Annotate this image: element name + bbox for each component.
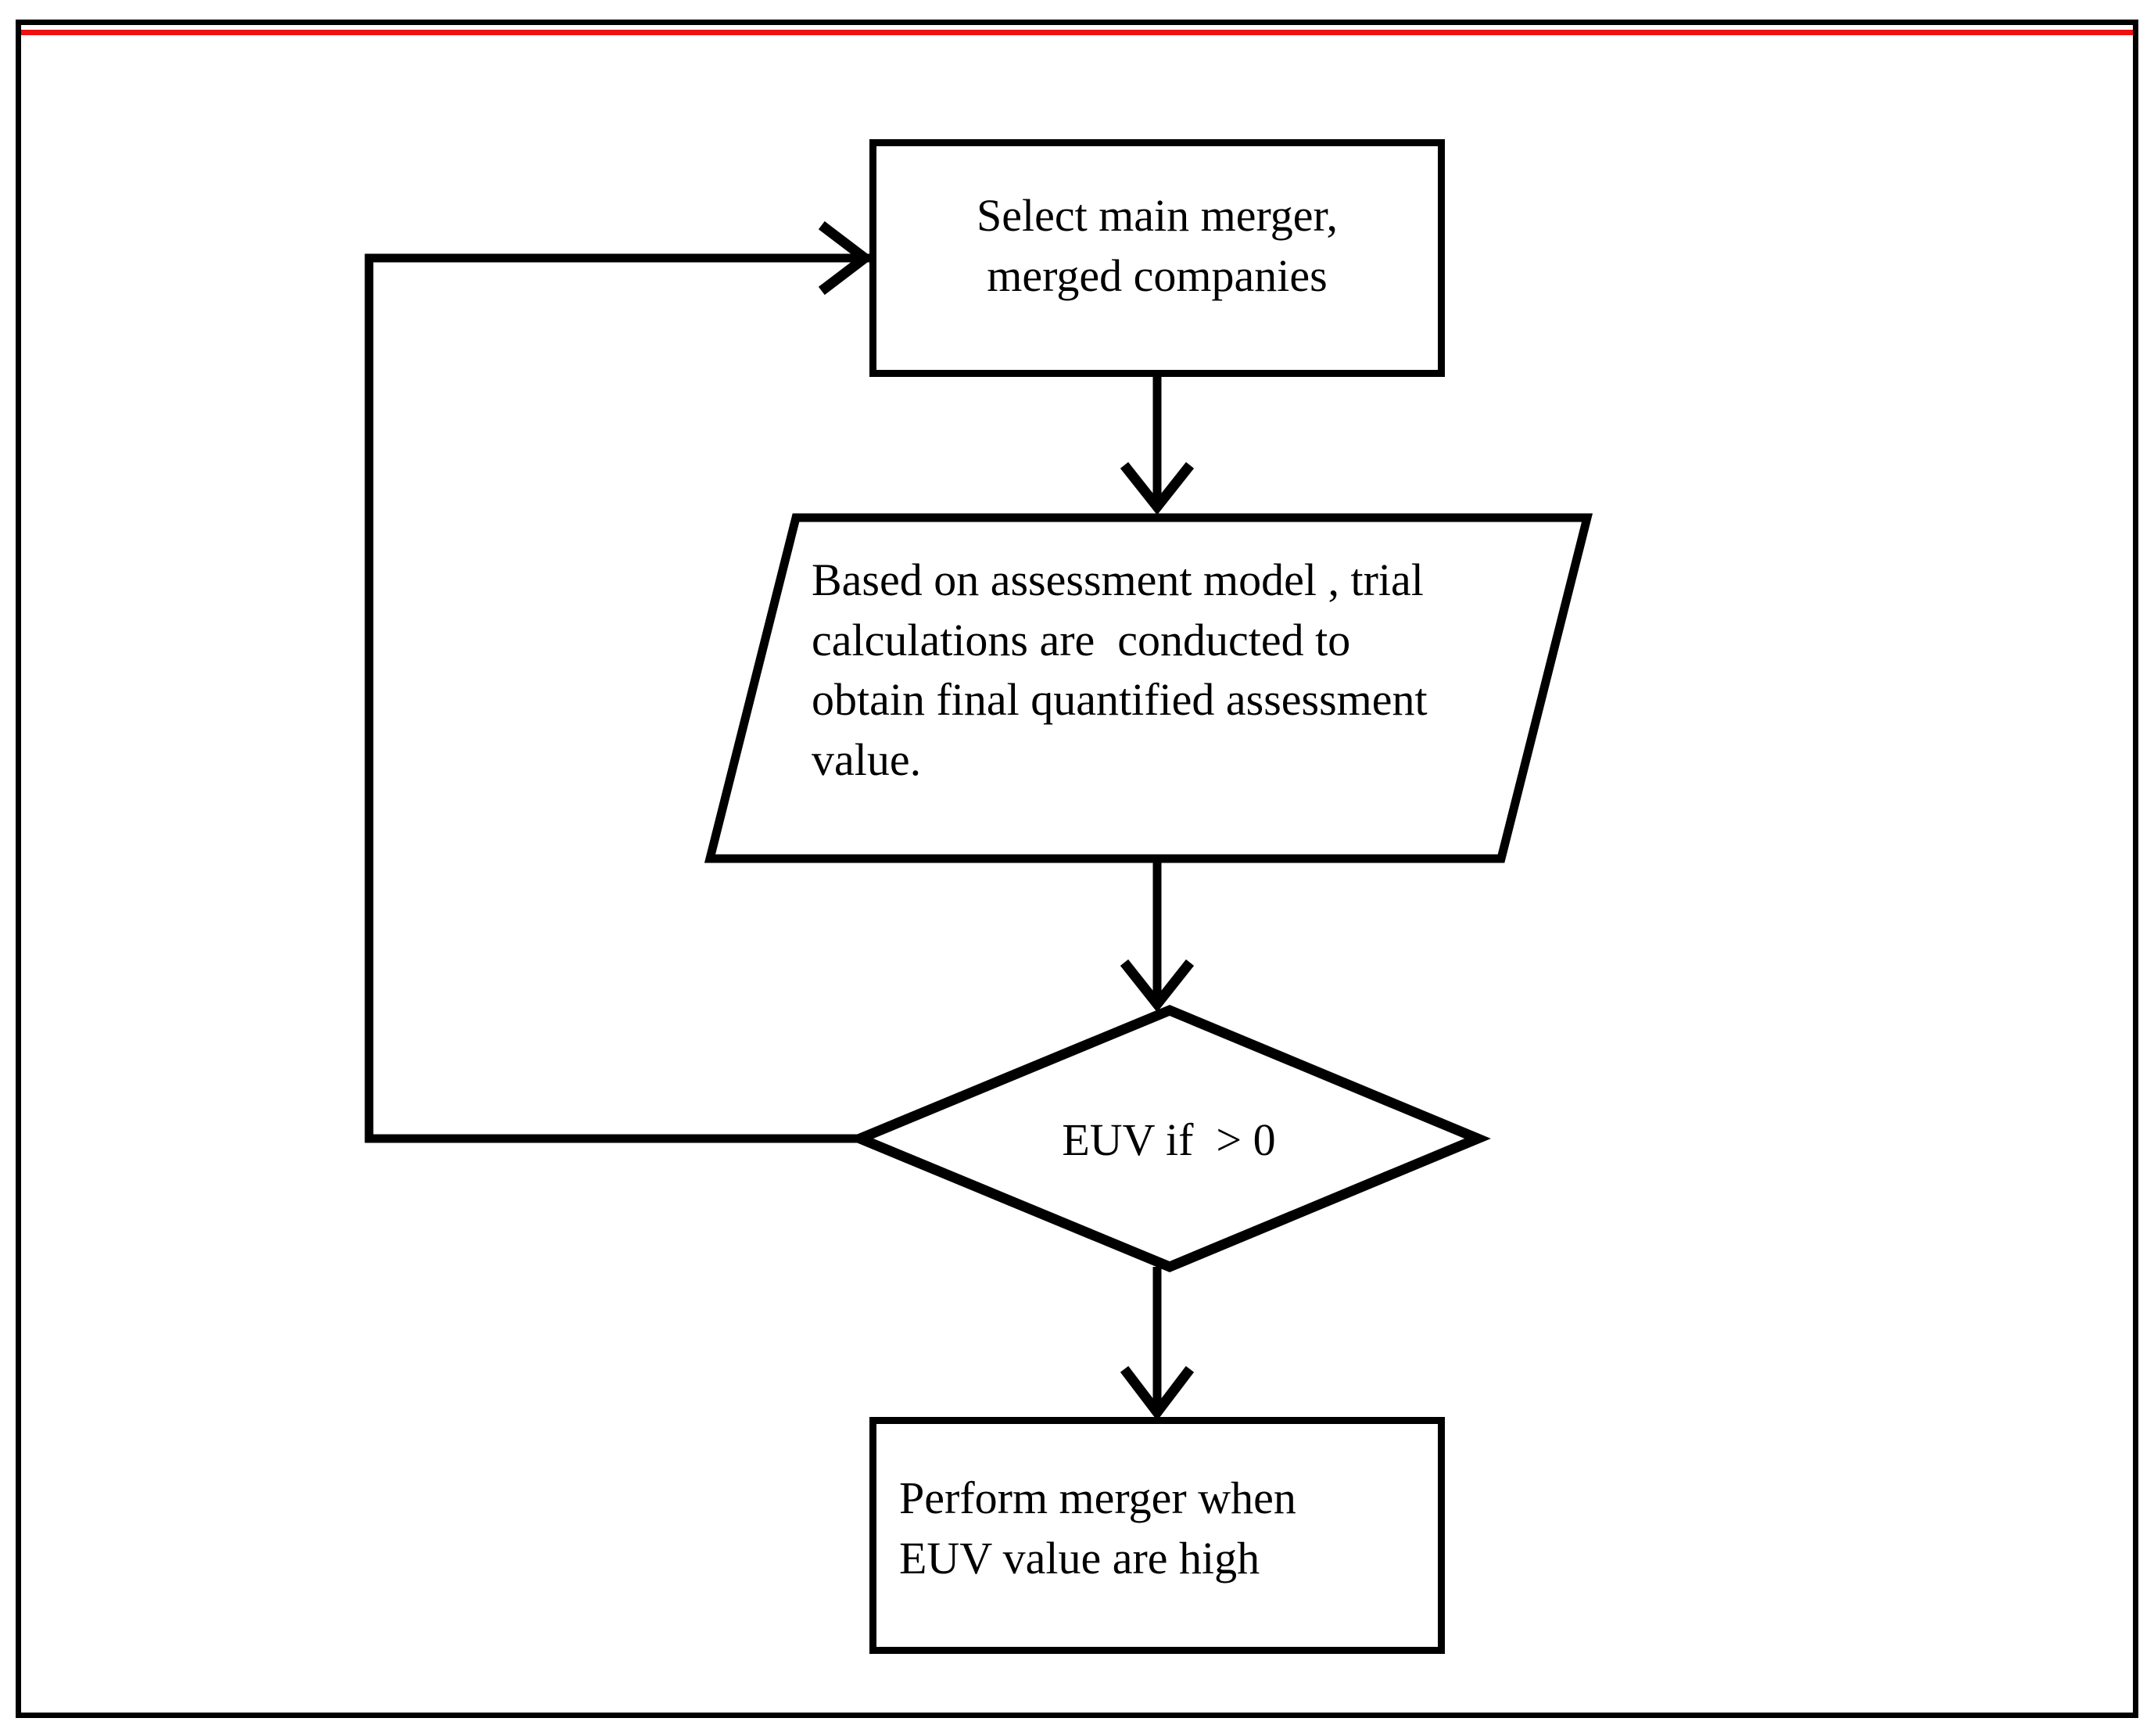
edge-select-to-assessment (1120, 377, 1195, 515)
node-perform-merger-label: Perform merger when EUV value are high (899, 1472, 1296, 1584)
node-assessment-label: Based on assessment model , trial calcul… (812, 554, 1428, 785)
node-select-merger-label: Select main merger, merged companies (976, 190, 1339, 301)
node-select-merger[interactable] (869, 139, 1445, 377)
node-decision-label: EUV if > 0 (1062, 1114, 1276, 1165)
edge-decision-to-perform (1120, 1267, 1195, 1421)
edge-assessment-to-decision (1120, 859, 1195, 1013)
edge-decision-feedback-to-select (364, 221, 873, 1143)
node-perform-merger[interactable] (869, 1417, 1445, 1654)
top-accent-rule (21, 30, 2133, 35)
